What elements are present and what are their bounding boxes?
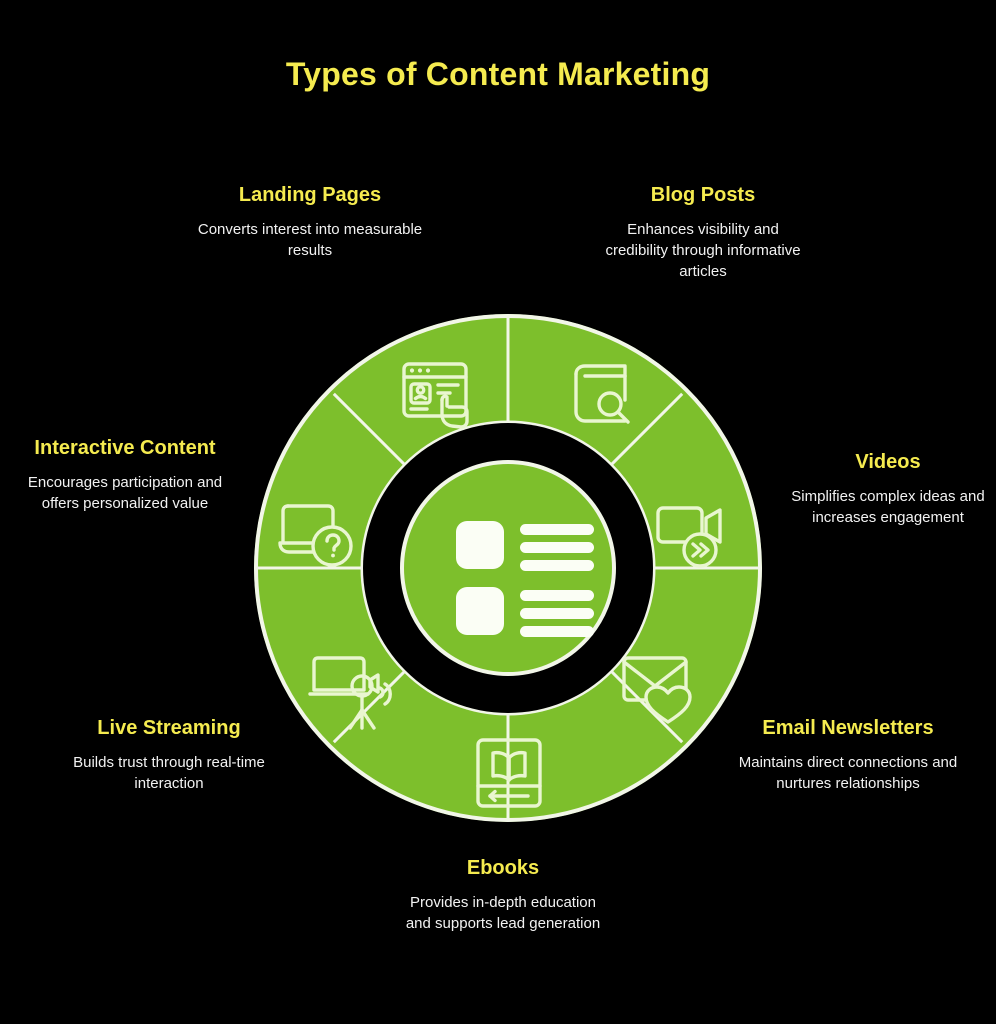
- callout-ebooks: Ebooks Provides in-depth education and s…: [396, 855, 610, 934]
- callout-email-newsletters: Email Newsletters Maintains direct conne…: [738, 715, 958, 794]
- laptop-question-icon: [278, 504, 353, 567]
- callout-title-live-streaming: Live Streaming: [97, 717, 241, 739]
- callout-title-videos: Videos: [855, 451, 921, 473]
- callout-title-landing-pages: Landing Pages: [238, 184, 382, 206]
- callout-desc-live-streaming: Builds trust through real-time interacti…: [73, 754, 265, 792]
- callout-title-ebooks: Ebooks: [466, 857, 540, 879]
- callout-live-streaming: Live Streaming Builds trust through real…: [55, 715, 283, 794]
- callout-desc-landing-pages: Converts interest into measurable result…: [197, 221, 423, 259]
- callout-desc-ebooks: Provides in-depth education and supports…: [405, 894, 601, 932]
- content-list-icon: [456, 521, 594, 637]
- center-circle: [400, 460, 616, 676]
- book-search-icon: [574, 364, 630, 424]
- page-title: Types of Content Marketing: [285, 56, 711, 92]
- video-camera-play-icon: [656, 506, 722, 568]
- envelope-heart-icon: [622, 656, 692, 724]
- callout-blog-posts: Blog Posts Enhances visibility and credi…: [598, 182, 808, 282]
- callout-videos: Videos Simplifies complex ideas and incr…: [790, 449, 986, 528]
- callout-desc-videos: Simplifies complex ideas and increases e…: [791, 488, 985, 526]
- ebook-reader-icon: [476, 738, 542, 808]
- callout-desc-blog-posts: Enhances visibility and credibility thro…: [605, 221, 801, 280]
- callout-title-interactive-content: Interactive Content: [34, 437, 216, 459]
- callout-desc-email-newsletters: Maintains direct connections and nurture…: [738, 754, 958, 792]
- callout-title-blog-posts: Blog Posts: [650, 184, 756, 206]
- landing-page-click-icon: [402, 362, 469, 429]
- content-wheel-diagram: [248, 308, 768, 828]
- callout-interactive-content: Interactive Content Encourages participa…: [20, 435, 230, 514]
- callout-desc-interactive-content: Encourages participation and offers pers…: [27, 474, 223, 512]
- laptop-tripod-camera-icon: [308, 656, 392, 730]
- callout-title-email-newsletters: Email Newsletters: [762, 717, 934, 739]
- callout-landing-pages: Landing Pages Converts interest into mea…: [196, 182, 424, 261]
